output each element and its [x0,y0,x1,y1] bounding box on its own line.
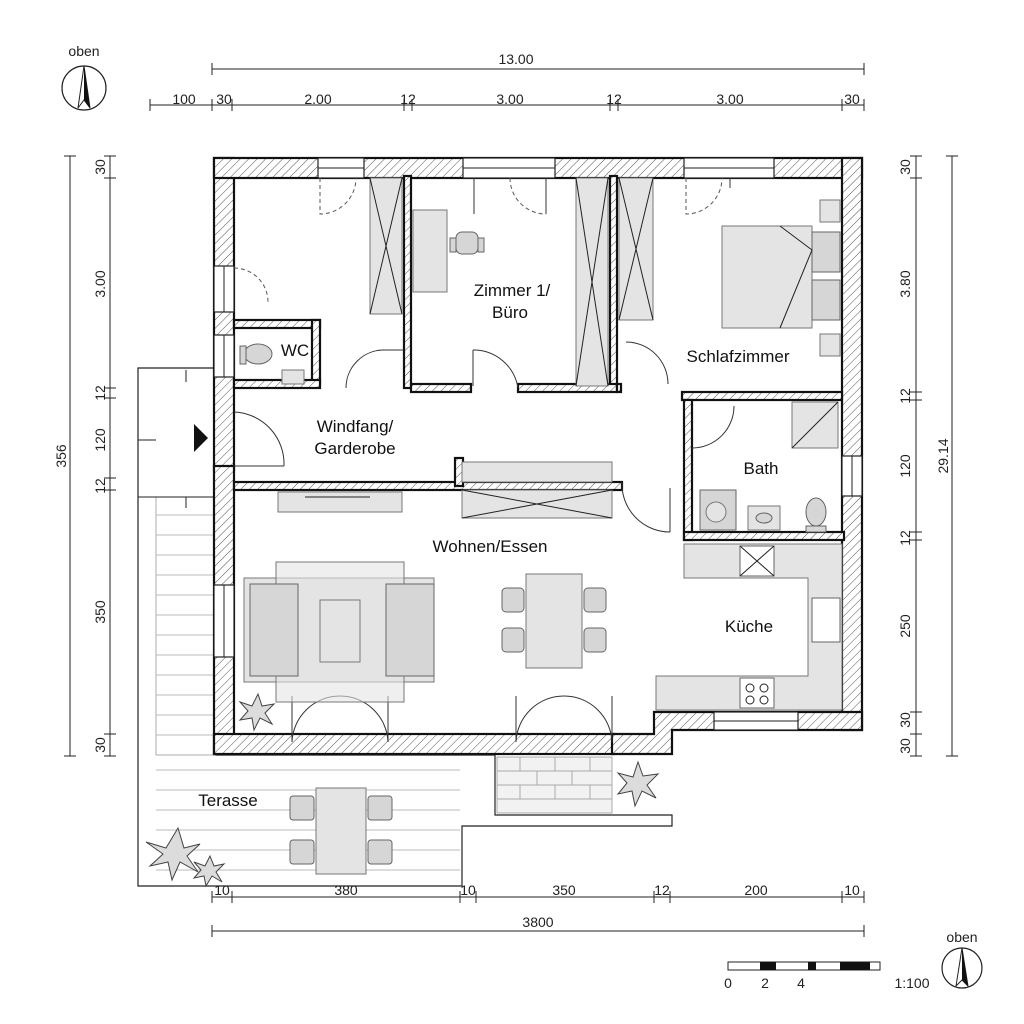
dimension-labels: 13.00 100 30 2.00 12 3.00 12 3.00 30 10 … [53,51,951,930]
plant-icon [145,692,660,888]
dim-bottom-seg: 10 [844,882,860,898]
dim-right-seg: 3.80 [897,270,913,297]
desk [412,209,485,293]
scale-tick: 4 [797,975,805,991]
room-label-zimmer: Zimmer 1/ [474,281,551,300]
scale-tick: 0 [724,975,732,991]
dim-left-seg: 30 [92,159,108,175]
scale-tick: 2 [761,975,769,991]
dim-top-seg: 3.00 [496,91,523,107]
living-room-sofa-set [243,561,435,703]
dim-right-seg: 30 [897,738,913,754]
dim-right-seg: 12 [897,530,913,546]
compass-north-icon: oben [941,929,983,989]
dim-bottom-total: 3800 [522,914,553,930]
terrace [137,367,673,888]
room-label-schlafzimmer: Schlafzimmer [687,347,790,366]
dim-right-seg: 250 [897,614,913,638]
dim-left-seg: 120 [92,428,108,452]
room-label-wc: WC [281,341,309,360]
room-label-bath: Bath [744,459,779,478]
room-label-kueche: Küche [725,617,773,636]
wardrobe-wc-room [369,177,403,315]
exterior-walls [212,156,864,756]
dim-top-seg: 30 [844,91,860,107]
hall-wardrobes [277,461,613,519]
dim-right-total: 29.14 [935,438,951,473]
compass-label: oben [68,43,99,59]
terrace-table [289,787,393,875]
dim-left-total: 356 [53,444,69,468]
dim-top-seg: 2.00 [304,91,331,107]
terrace-paving [496,756,613,814]
dim-right-seg: 30 [897,712,913,728]
dim-top-seg: 3.00 [716,91,743,107]
dim-bottom-seg: 10 [460,882,476,898]
furniture [239,177,843,711]
compass-north-icon: oben [61,43,107,111]
dim-top-seg: 12 [400,91,416,107]
dim-left-seg: 3.00 [92,270,108,297]
wardrobe-schlafzimmer [618,177,654,321]
dining-table [501,573,607,669]
dim-bottom-seg: 12 [654,882,670,898]
wardrobe-zimmer [575,177,609,387]
dim-top-seg: 12 [606,91,622,107]
doors [233,177,735,743]
wc-toilet-icon [239,343,305,385]
dim-left-seg: 30 [92,737,108,753]
kitchen-counter [655,543,843,711]
dim-top-seg: 100 [172,91,196,107]
dim-left-seg: 12 [92,478,108,494]
dim-right-seg: 120 [897,454,913,478]
room-label-buero: Büro [492,303,528,322]
dim-bottom-seg: 350 [552,882,576,898]
room-label-garderobe: Garderobe [314,439,395,458]
double-bed [721,199,841,357]
shower-icon [791,401,839,449]
entrance-arrow-icon [194,424,208,452]
compass-label: oben [946,929,977,945]
dim-bottom-seg: 200 [744,882,768,898]
windows [213,157,863,731]
dim-top-total: 13.00 [498,51,533,67]
dim-bottom-seg: 10 [214,882,230,898]
room-label-wohnen: Wohnen/Essen [433,537,548,556]
room-label-windfang: Windfang/ [317,417,394,436]
scale-bar: 0 2 4 1:100 [724,961,930,991]
room-label-terasse: Terasse [198,791,258,810]
dim-left-seg: 350 [92,600,108,624]
room-labels: WC Zimmer 1/ Büro Schlafzimmer Windfang/… [198,281,790,810]
scale-ratio: 1:100 [894,975,929,991]
dim-left-seg: 12 [92,385,108,401]
dim-right-seg: 12 [897,388,913,404]
terrace-deck-boards [155,496,460,871]
dim-top-seg: 30 [216,91,232,107]
dimension-lines [64,63,958,937]
dim-right-seg: 30 [897,159,913,175]
dim-bottom-seg: 380 [334,882,358,898]
bath-fixtures [699,489,827,533]
